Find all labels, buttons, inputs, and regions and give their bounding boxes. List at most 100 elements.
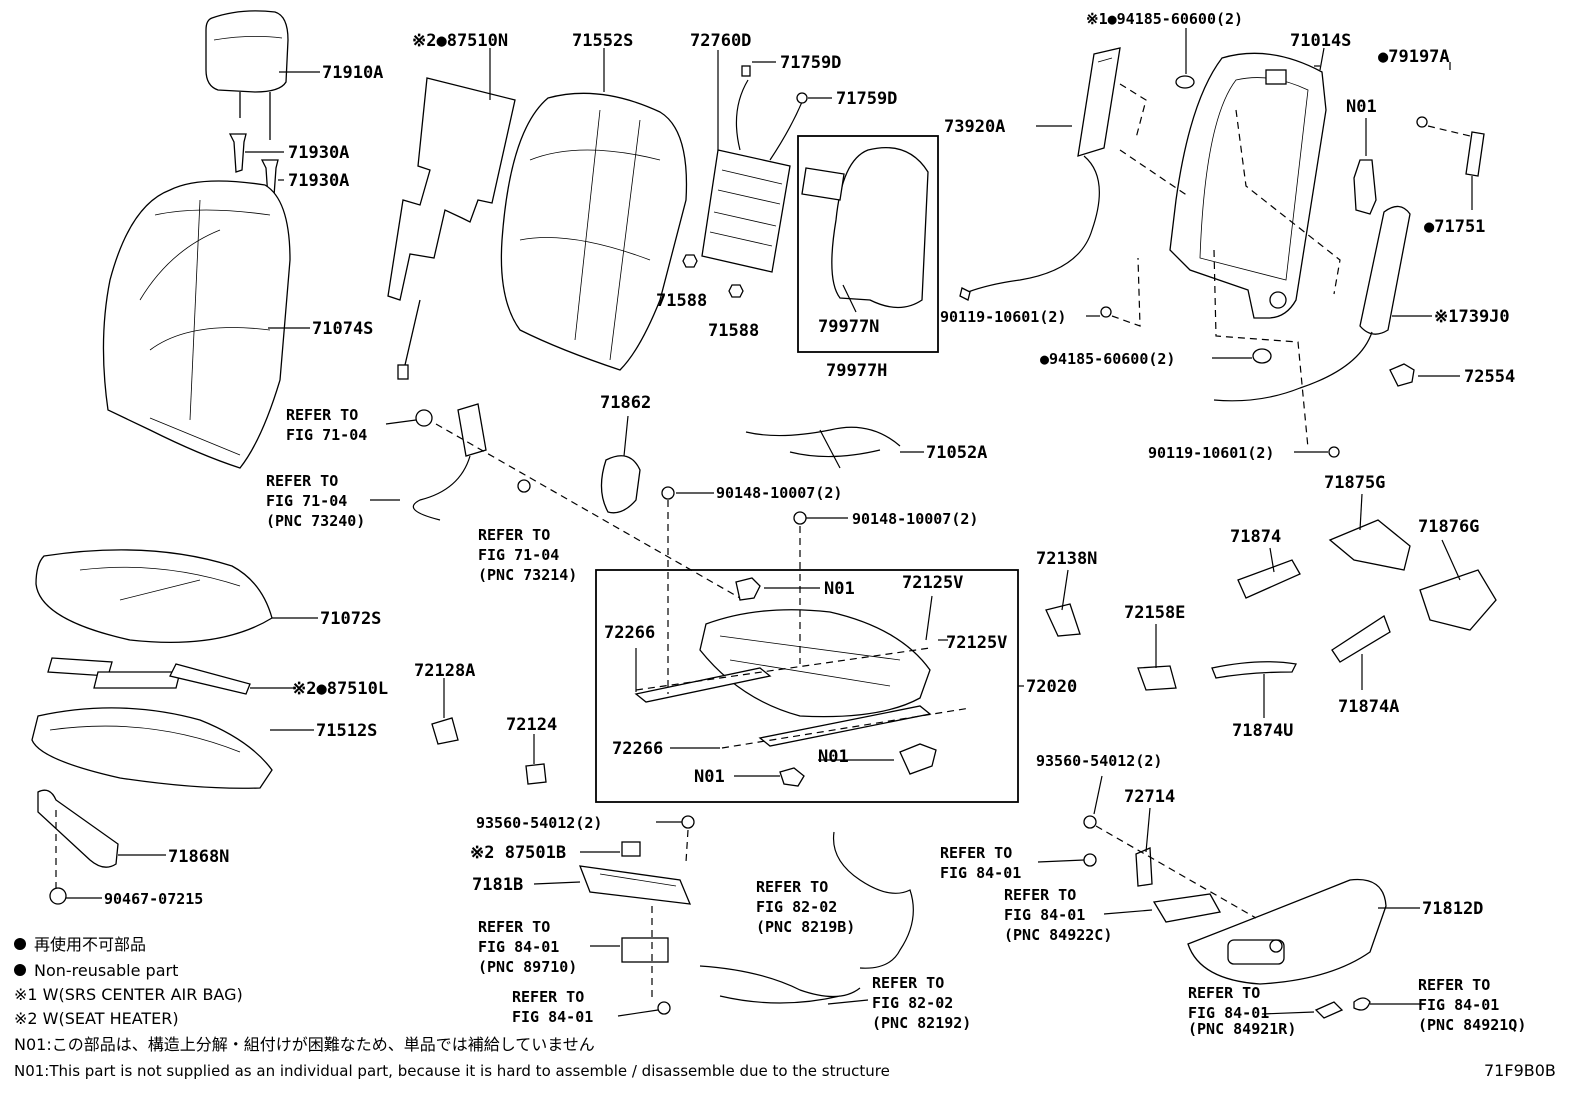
harness-82192-drawing <box>699 965 861 1004</box>
label-ref4-a: REFER TO <box>940 844 1012 862</box>
bolt-90148-drawing <box>661 486 807 525</box>
label-71874: 71874 <box>1230 527 1281 547</box>
label-71874U: 71874U <box>1232 721 1293 741</box>
part-labels: 71910A 71930A 71930A 71074S ※2●87510N 71… <box>104 10 1526 1038</box>
side-airbag-drawing <box>1213 205 1411 402</box>
label-71759D-2: 71759D <box>836 89 897 109</box>
label-72760D: 72760D <box>690 31 751 51</box>
label-93560-1: 93560-54012(2) <box>1036 752 1162 770</box>
cover-71862-drawing <box>600 455 641 514</box>
grommet-73214-drawing <box>517 479 531 493</box>
label-n01-top: N01 <box>1346 97 1377 117</box>
label-739J0: ※1739J0 <box>1434 307 1510 327</box>
label-94185-mid: ●94185-60600(2) <box>1040 350 1175 368</box>
label-90119-1: 90119-10601(2) <box>940 308 1066 326</box>
label-ref6-c: (PNC 8219B) <box>756 918 855 936</box>
label-90119-2: 90119-10601(2) <box>1148 444 1274 462</box>
label-71052A: 71052A <box>926 443 987 463</box>
label-90148-2: 90148-10007(2) <box>852 510 978 528</box>
knob-84921Q-drawing <box>1353 997 1371 1011</box>
label-ref6-a: REFER TO <box>756 878 828 896</box>
seatback-frame-drawing <box>1169 52 1327 319</box>
label-71074S: 71074S <box>312 319 373 339</box>
switch-84922C-drawing <box>1083 853 1222 923</box>
seatback-pad-drawing <box>500 92 688 371</box>
label-n01-b: N01 <box>818 747 849 767</box>
label-72125V-2: 72125V <box>946 633 1007 653</box>
label-ref1-a: REFER TO <box>286 406 358 424</box>
label-71868N: 71868N <box>168 847 229 867</box>
headrest-drawing <box>205 10 289 140</box>
label-71072S: 71072S <box>320 609 381 629</box>
label-ref9-b: FIG 84-01 <box>512 1008 593 1026</box>
bracket-71874A-drawing <box>1331 615 1391 663</box>
legend-note2: ※2 W(SEAT HEATER) <box>14 1009 179 1028</box>
bracket-71874-drawing <box>1237 559 1301 599</box>
label-71876G: 71876G <box>1418 517 1479 537</box>
legend: 再使用不可部品 Non-reusable part ※1 W(SRS CENTE… <box>14 935 1556 1080</box>
seat-heater-kit-box <box>797 135 939 353</box>
bolt-bottom-drawing <box>657 1001 671 1015</box>
label-7181B: 7181B <box>472 875 523 895</box>
diagram-id: 71F9B0B <box>1484 1061 1556 1080</box>
cushion-cover-drawing <box>35 549 273 644</box>
label-ref6-b: FIG 82-02 <box>756 898 837 916</box>
label-71588-1: 71588 <box>656 291 707 311</box>
n01-top-drawing <box>1353 159 1377 215</box>
label-72554: 72554 <box>1464 367 1515 387</box>
bracket-72158E-drawing <box>1137 665 1177 691</box>
label-93560-2: 93560-54012(2) <box>476 814 602 832</box>
label-71862: 71862 <box>600 393 651 413</box>
label-72158E: 72158E <box>1124 603 1185 623</box>
clip-90467-drawing <box>49 887 67 905</box>
label-94185-top: ※1●94185-60600(2) <box>1086 10 1243 28</box>
label-72124: 72124 <box>506 715 557 735</box>
label-ref2-c: (PNC 73240) <box>266 512 365 530</box>
label-79977N: 79977N <box>818 317 879 337</box>
label-ref2-b: FIG 71-04 <box>266 492 347 510</box>
label-72128A: 72128A <box>414 661 475 681</box>
strip-71751-drawing <box>1465 131 1485 177</box>
label-87510N: ※2●87510N <box>412 31 508 51</box>
bracket-71875G-drawing <box>1328 519 1411 571</box>
label-ref7-a: REFER TO <box>478 918 550 936</box>
label-ref2-a: REFER TO <box>266 472 338 490</box>
label-71930A-2: 71930A <box>288 171 349 191</box>
bullet-icon <box>14 964 26 976</box>
label-72266-2: 72266 <box>612 739 663 759</box>
label-87510L: ※2●87510L <box>292 679 388 699</box>
label-ref7-c: (PNC 89710) <box>478 958 577 976</box>
clip-72554-drawing <box>1389 363 1415 387</box>
label-ref8-a: REFER TO <box>872 974 944 992</box>
bracket-72138N-drawing <box>1045 603 1081 637</box>
label-71910A: 71910A <box>322 63 383 83</box>
label-71512S: 71512S <box>316 721 377 741</box>
label-72714: 72714 <box>1124 787 1175 807</box>
label-72266-1: 72266 <box>604 623 655 643</box>
bullet-icon <box>14 938 26 950</box>
bracket-72714-drawing <box>1135 847 1153 887</box>
label-90467: 90467-07215 <box>104 890 203 908</box>
label-71875G: 71875G <box>1324 473 1385 493</box>
label-ref11-c: (PNC 84921Q) <box>1418 1016 1526 1034</box>
label-ref9-a: REFER TO <box>512 988 584 1006</box>
knob-84921R-drawing <box>1314 1001 1344 1019</box>
label-ref1-b: FIG 71-04 <box>286 426 367 444</box>
label-n01-a: N01 <box>824 579 855 599</box>
seatback-cover-drawing <box>102 180 291 469</box>
grommet-top-drawing <box>1175 75 1195 89</box>
label-ref8-b: FIG 82-02 <box>872 994 953 1012</box>
harness-8219B-drawing <box>832 831 914 969</box>
label-n01-c: N01 <box>694 767 725 787</box>
cushion-pad-drawing <box>31 707 273 789</box>
label-ref3-c: (PNC 73214) <box>478 566 577 584</box>
label-ref11-a: REFER TO <box>1418 976 1490 994</box>
clip-72124-drawing <box>525 763 547 785</box>
label-ref10-a: REFER TO <box>1188 984 1260 1002</box>
label-90148-1: 90148-10007(2) <box>716 484 842 502</box>
label-ref5-b: FIG 84-01 <box>1004 906 1085 924</box>
bracket-7181B-drawing <box>578 865 692 905</box>
label-ref5-a: REFER TO <box>1004 886 1076 904</box>
bracket-71874U-drawing <box>1211 661 1297 679</box>
